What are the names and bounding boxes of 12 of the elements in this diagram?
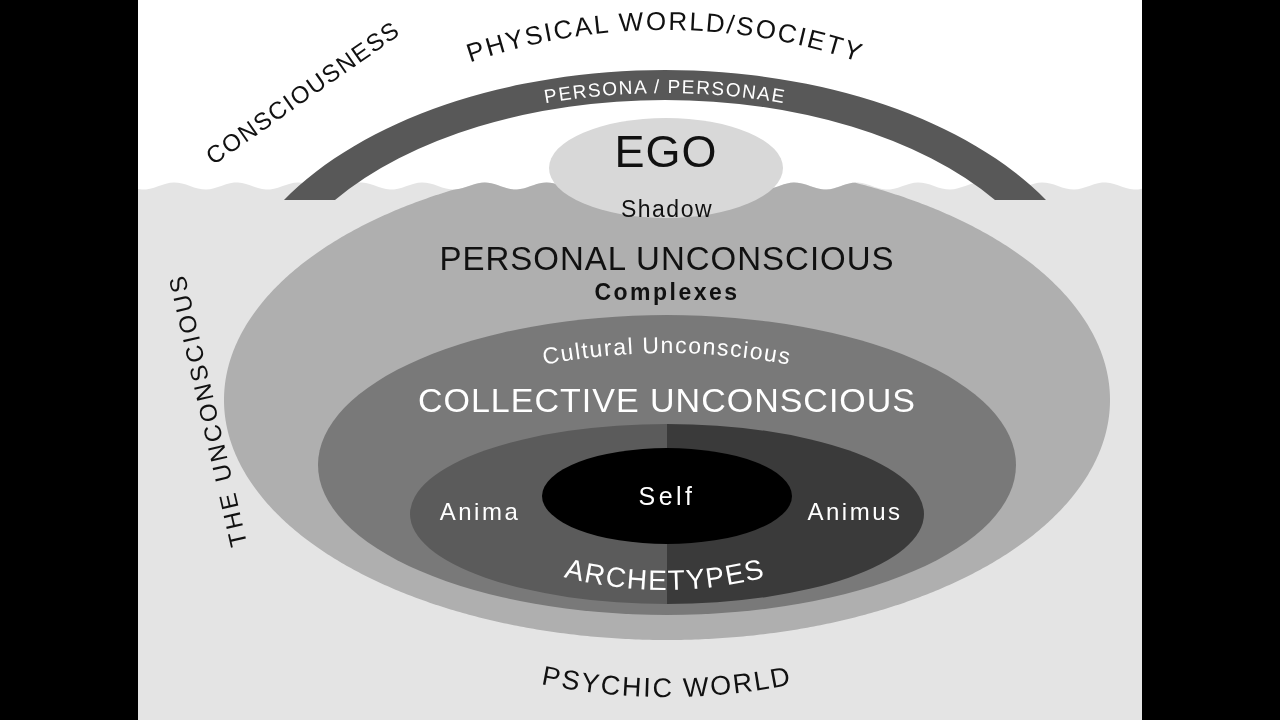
layer-subtitle: Complexes — [594, 280, 740, 304]
arc-label: PERSONA / PERSONAE — [542, 75, 788, 108]
ellipse-title: EGO — [614, 128, 718, 174]
layer-subtitle: Cultural Unconscious — [540, 332, 794, 370]
half-label: Animus — [807, 500, 903, 524]
layer-title: COLLECTIVE UNCONSCIOUS — [417, 383, 917, 417]
half-label: Anima — [439, 500, 521, 524]
zone-label: PSYCHIC WORLD — [539, 660, 795, 704]
core-label: Self — [638, 483, 696, 509]
layer-title: ARCHETYPES — [562, 552, 768, 597]
layer-title: PERSONAL UNCONSCIOUS — [439, 241, 895, 275]
ellipse-caption: Shadow — [620, 197, 714, 221]
